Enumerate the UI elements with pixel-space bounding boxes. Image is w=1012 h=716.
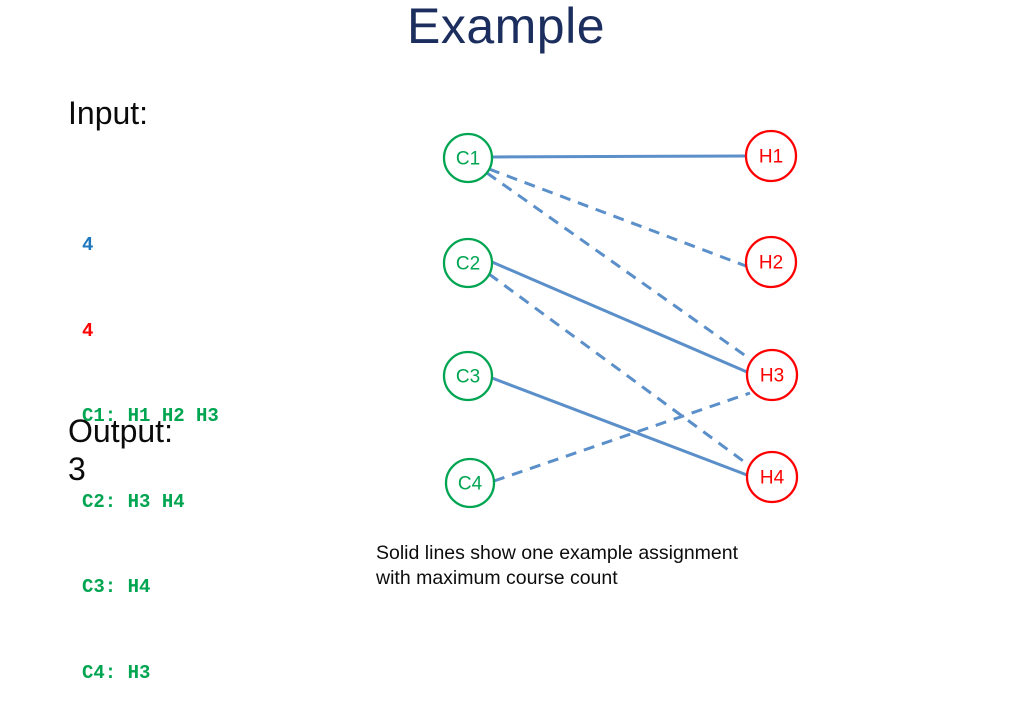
edge-c2-h4 <box>488 272 751 468</box>
node-h4: H4 <box>745 450 799 504</box>
edge-layer <box>486 154 751 483</box>
output-value: 3 <box>68 451 86 487</box>
input-line-1: 4 <box>82 319 94 342</box>
node-h4-circle <box>745 450 799 504</box>
node-h3-circle <box>745 348 799 402</box>
input-line-5: C4: H3 <box>82 661 151 684</box>
edge-c2-h3 <box>491 260 748 374</box>
node-c4-label: C4 <box>458 474 483 495</box>
input-line-2: C1: H1 H2 H3 <box>82 405 219 427</box>
node-c2: C2 <box>442 237 494 289</box>
node-h2: H2 <box>744 235 798 289</box>
caption-line-2: with maximum course count <box>376 567 618 589</box>
node-c2-label: C2 <box>456 254 480 275</box>
edge-c4-h3 <box>493 391 751 483</box>
node-h1: H1 <box>744 129 798 183</box>
node-h2-circle <box>744 235 798 289</box>
node-h1-label: H1 <box>759 147 783 168</box>
node-c3-circle <box>442 350 494 402</box>
edge-c1-h2 <box>488 167 747 268</box>
caption-line-1: Solid lines show one example assignment <box>376 542 739 564</box>
input-line-3: C2: H3 H4 <box>82 490 185 513</box>
node-c4-circle <box>444 457 496 509</box>
input-line-0: 4 <box>82 234 94 256</box>
node-c4: C4 <box>444 457 496 509</box>
page-title: Example <box>406 0 606 54</box>
edge-c1-h3 <box>486 171 751 361</box>
node-c1-label: C1 <box>456 149 480 170</box>
node-c3: C3 <box>442 350 494 402</box>
graph-caption: Solid lines show one example assignment … <box>376 541 896 591</box>
node-h3-label: H3 <box>760 366 784 387</box>
node-h4-label: H4 <box>760 468 785 489</box>
edge-c3-h4 <box>491 376 748 477</box>
edge-c1-h1 <box>491 154 747 159</box>
input-line-4: C3: H4 <box>82 576 151 598</box>
node-h3: H3 <box>745 348 799 402</box>
node-h2-label: H2 <box>759 253 783 274</box>
node-c2-circle <box>442 237 494 289</box>
output-heading: Output: <box>68 413 173 449</box>
node-h1-circle <box>744 129 798 183</box>
node-c3-label: C3 <box>456 367 480 388</box>
node-c1: C1 <box>442 132 494 184</box>
input-heading: Input: <box>68 95 149 131</box>
node-c1-circle <box>442 132 494 184</box>
